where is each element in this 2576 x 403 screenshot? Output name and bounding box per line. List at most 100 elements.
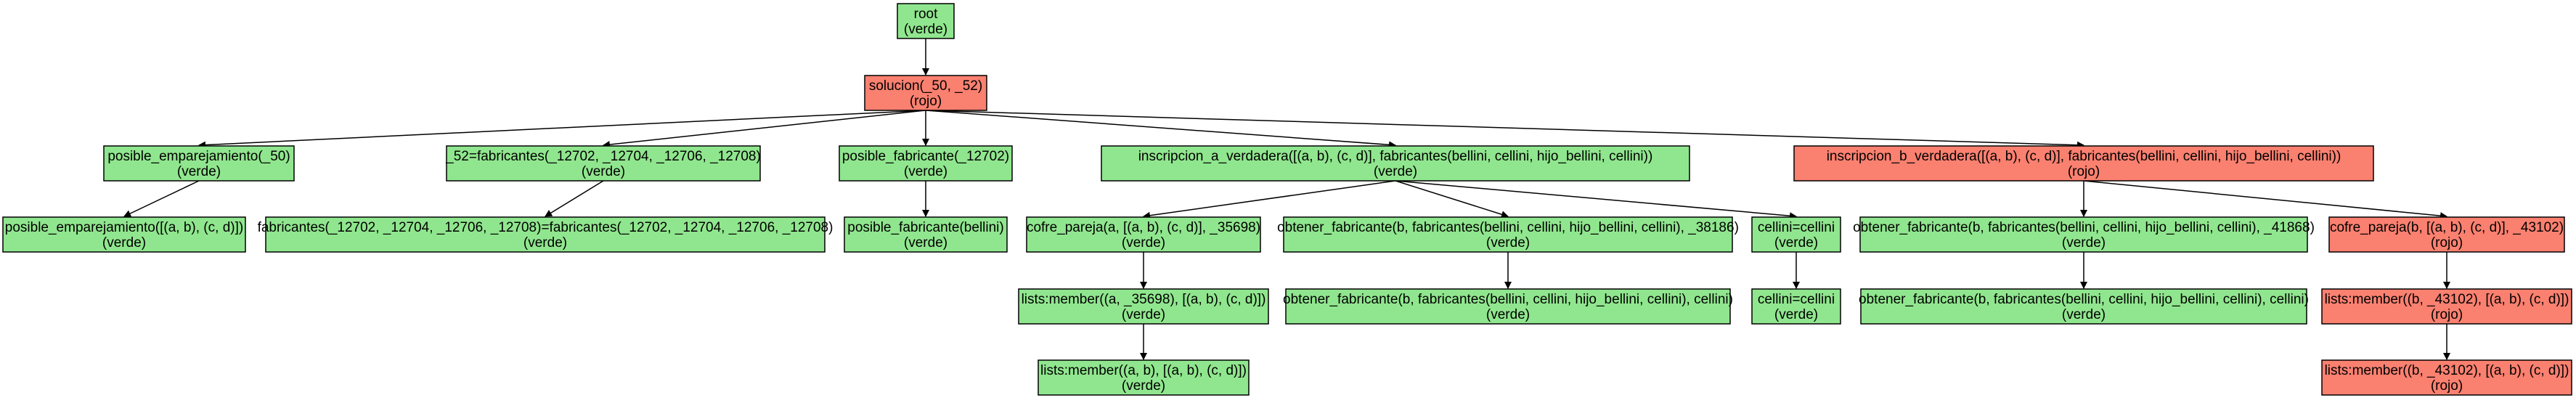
node-box — [839, 145, 1013, 182]
node-box — [1285, 288, 1731, 325]
node-label: inscripcion_a_verdadera([(a, b), (c, d)]… — [1138, 149, 1653, 164]
edge-solucion-to-posible_emparejamiento — [198, 110, 926, 149]
node-box — [1101, 145, 1690, 182]
node-box — [844, 216, 1008, 253]
node-inscripcion_b: inscripcion_b_verdadera([(a, b), (c, d)]… — [1793, 145, 2374, 182]
node-obtener_b_38186: obtener_fabricante(b, fabricantes(bellin… — [1277, 216, 1739, 253]
node-member_b_43102_2: lists:member((b, _43102), [(a, b), (c, d… — [2321, 359, 2572, 396]
node-label: obtener_fabricante(b, fabricantes(bellin… — [1859, 292, 2309, 307]
node-box — [1793, 145, 2374, 182]
node-member_a_35698: lists:member((a, _35698), [(a, b), (c, d… — [1018, 288, 1269, 325]
node-box — [446, 145, 761, 182]
node-state: (verde) — [904, 22, 947, 37]
node-state: (verde) — [1374, 164, 1417, 179]
node-box — [1860, 288, 2307, 325]
node-member_a_b: lists:member((a, b), [(a, b), (c, d)])(v… — [1038, 359, 1250, 396]
node-posible_fabricante: posible_fabricante(_12702)(verde) — [839, 145, 1013, 182]
edge-inscripcion_a-to-obtener_b_38186 — [1395, 180, 1509, 219]
node-state: (verde) — [1122, 378, 1165, 394]
node-box — [1018, 288, 1269, 325]
node-state: (verde) — [1774, 307, 1818, 322]
node-label: solucion(_50, _52) — [869, 78, 982, 94]
node-box — [103, 145, 295, 182]
node-obtener_b_cellini_2: obtener_fabricante(b, fabricantes(bellin… — [1859, 288, 2309, 325]
node-label: lists:member((b, _43102), [(a, b), (c, d… — [2325, 292, 2569, 307]
node-label: cellini=cellini — [1758, 220, 1835, 235]
node-member_b_43102: lists:member((b, _43102), [(a, b), (c, d… — [2321, 288, 2572, 325]
node-state: (verde) — [523, 235, 567, 251]
node-state: (verde) — [102, 235, 146, 251]
node-label: cofre_pareja(a, [(a, b), (c, d)], _35698… — [1027, 220, 1260, 235]
node-label: posible_emparejamiento([(a, b), (c, d)]) — [5, 220, 243, 235]
node-state: (verde) — [1122, 235, 1165, 251]
node-box — [2, 216, 246, 253]
node-label: root — [914, 7, 938, 22]
node-box — [1283, 216, 1733, 253]
nodes-layer: root(verde)solucion(_50, _52)(rojo)posib… — [2, 3, 2572, 396]
node-box — [1859, 216, 2308, 253]
node-inscripcion_a: inscripcion_a_verdadera([(a, b), (c, d)]… — [1101, 145, 1690, 182]
node-obtener_b_cellini_1: obtener_fabricante(b, fabricantes(bellin… — [1283, 288, 1733, 325]
edge-inscripcion_b-to-cofre_pareja_b — [2083, 180, 2447, 220]
node-cellini_1: cellini=cellini(verde) — [1751, 216, 1841, 253]
edge-fabricantes_eq-to-fabricantes_unif — [545, 180, 604, 217]
node-root: root(verde) — [897, 3, 955, 39]
node-cellini_2: cellini=cellini(verde) — [1751, 288, 1841, 325]
node-box — [897, 3, 955, 39]
node-label: posible_emparejamiento(_50) — [107, 149, 290, 164]
node-state: (verde) — [2062, 307, 2106, 322]
node-state: (rojo) — [2431, 307, 2463, 322]
node-solucion: solucion(_50, _52)(rojo) — [864, 75, 987, 111]
node-label: obtener_fabricante(b, fabricantes(bellin… — [1853, 220, 2315, 235]
node-state: (verde) — [904, 235, 947, 251]
edge-inscripcion_a-to-cofre_pareja_a — [1143, 180, 1396, 219]
node-state: (verde) — [904, 164, 947, 179]
edge-solucion-to-inscripcion_a — [925, 110, 1396, 149]
node-label: cofre_pareja(b, [(a, b), (c, d)], _43102… — [2330, 220, 2564, 235]
node-box — [265, 216, 826, 253]
node-state: (verde) — [1486, 235, 1530, 251]
edge-posible_emparejamiento-to-posible_emparejamiento_2 — [123, 180, 200, 217]
node-box — [2321, 359, 2572, 396]
node-label: lists:member((a, _35698), [(a, b), (c, d… — [1022, 292, 1266, 307]
node-posible_fabricante_bellini: posible_fabricante(bellini)(verde) — [844, 216, 1008, 253]
node-state: (rojo) — [2431, 378, 2463, 394]
node-fabricantes_unif: fabricantes(_12702, _12704, _12706, _127… — [258, 216, 833, 253]
node-label: posible_fabricante(_12702) — [842, 149, 1009, 164]
node-posible_emparejamiento: posible_emparejamiento(_50)(verde) — [103, 145, 295, 182]
node-fabricantes_eq: _52=fabricantes(_12702, _12704, _12706, … — [445, 145, 761, 182]
node-state: (rojo) — [2431, 235, 2463, 251]
node-state: (verde) — [1122, 307, 1165, 322]
node-state: (verde) — [2062, 235, 2106, 251]
edge-solucion-to-fabricantes_eq — [603, 110, 926, 149]
node-label: obtener_fabricante(b, fabricantes(bellin… — [1283, 292, 1733, 307]
node-box — [1751, 216, 1841, 253]
node-state: (verde) — [1486, 307, 1530, 322]
node-box — [864, 75, 987, 111]
node-box — [2328, 216, 2565, 253]
node-label: lists:member((a, b), [(a, b), (c, d)]) — [1040, 363, 1247, 378]
node-label: _52=fabricantes(_12702, _12704, _12706, … — [445, 149, 761, 164]
node-box — [1751, 288, 1841, 325]
node-cofre_pareja_b: cofre_pareja(b, [(a, b), (c, d)], _43102… — [2328, 216, 2565, 253]
node-label: lists:member((b, _43102), [(a, b), (c, d… — [2325, 363, 2569, 378]
node-box — [2321, 288, 2572, 325]
node-state: (rojo) — [910, 94, 942, 109]
edge-solucion-to-inscripcion_b — [925, 110, 2084, 149]
node-box — [1026, 216, 1261, 253]
edges-layer — [123, 38, 2450, 360]
node-obtener_b_41868: obtener_fabricante(b, fabricantes(bellin… — [1853, 216, 2315, 253]
node-label: obtener_fabricante(b, fabricantes(bellin… — [1277, 220, 1739, 235]
node-label: fabricantes(_12702, _12704, _12706, _127… — [258, 220, 833, 235]
node-label: inscripcion_b_verdadera([(a, b), (c, d)]… — [1827, 149, 2341, 164]
node-label: cellini=cellini — [1758, 292, 1835, 307]
edge-inscripcion_a-to-cellini_1 — [1395, 180, 1797, 220]
node-state: (verde) — [1774, 235, 1818, 251]
node-state: (rojo) — [2068, 164, 2100, 179]
node-state: (verde) — [177, 164, 221, 179]
node-label: posible_fabricante(bellini) — [847, 220, 1003, 235]
node-box — [1038, 359, 1250, 396]
node-state: (verde) — [582, 164, 625, 179]
node-cofre_pareja_a: cofre_pareja(a, [(a, b), (c, d)], _35698… — [1026, 216, 1261, 253]
